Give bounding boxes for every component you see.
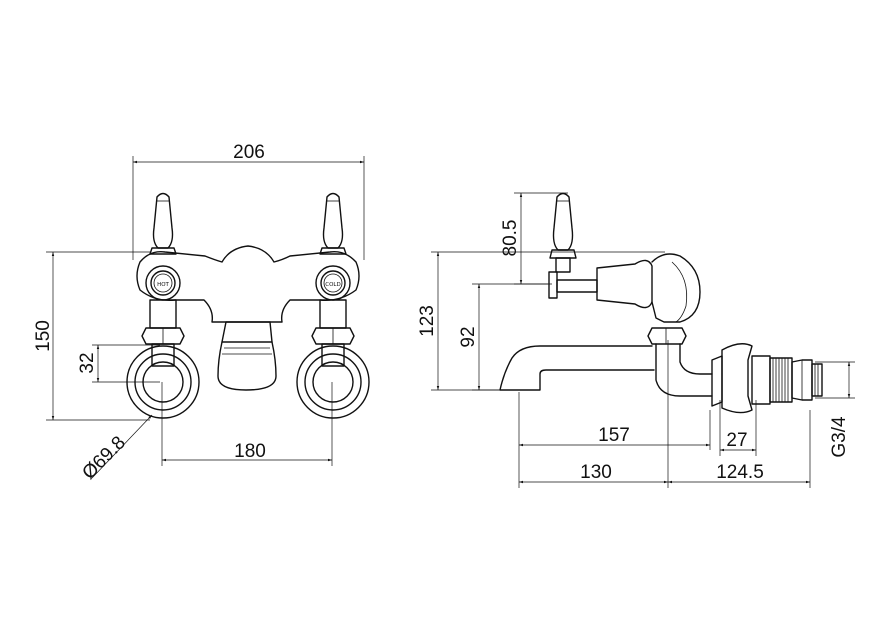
dim-width-206: 206 — [132, 142, 365, 260]
thread-section — [769, 357, 793, 403]
dim-nut-width: 27 — [719, 400, 757, 456]
spout-front — [217, 321, 277, 391]
cold-label: COLD — [325, 282, 340, 288]
side-lever — [548, 192, 598, 299]
dim-lever-height: 80.5 — [500, 192, 568, 285]
left-inlet — [126, 299, 200, 419]
dim-diameter: Ø69.8 — [78, 414, 153, 484]
dim-label-height: 150 — [33, 320, 54, 352]
valve-body — [136, 245, 360, 323]
dim-label-spout-reach: 157 — [598, 425, 630, 446]
right-inlet — [296, 299, 370, 419]
hot-handle: HOT — [145, 192, 181, 301]
dim-label-tail-length: 124.5 — [716, 462, 764, 483]
valve-cap — [596, 259, 653, 309]
dim-top-height: 123 — [417, 251, 665, 391]
spout-side — [499, 345, 655, 391]
cold-handle: COLD — [315, 192, 351, 301]
dim-spout-reach: 157 — [518, 392, 711, 488]
dim-label-top-height: 123 — [417, 305, 438, 337]
side-view: 80.5 123 92 157 27 — [417, 192, 855, 488]
side-inlet — [655, 343, 823, 414]
dim-label-thread: G3/4 — [829, 416, 850, 458]
dim-body-depth: 130 124.5 — [519, 340, 811, 488]
dim-centers-180: 180 — [161, 382, 333, 466]
dim-label-nut-width: 27 — [726, 430, 747, 451]
dim-label-width: 206 — [233, 142, 265, 163]
dim-spout-height: 92 — [458, 283, 548, 391]
dim-label-body-depth: 130 — [580, 462, 612, 483]
dim-offset-32: 32 — [77, 344, 160, 383]
dim-thread: G3/4 — [815, 361, 855, 458]
front-view: 206 150 32 Ø69.8 180 — [33, 142, 370, 484]
dim-label-centers: 180 — [234, 441, 266, 462]
dim-label-offset: 32 — [77, 352, 98, 373]
dim-label-diameter: Ø69.8 — [78, 432, 129, 483]
dim-height-150: 150 — [33, 251, 150, 421]
side-body — [647, 253, 701, 345]
dim-label-spout-height: 92 — [458, 326, 479, 347]
hot-label: HOT — [157, 282, 169, 288]
dim-label-lever-height: 80.5 — [500, 220, 521, 257]
